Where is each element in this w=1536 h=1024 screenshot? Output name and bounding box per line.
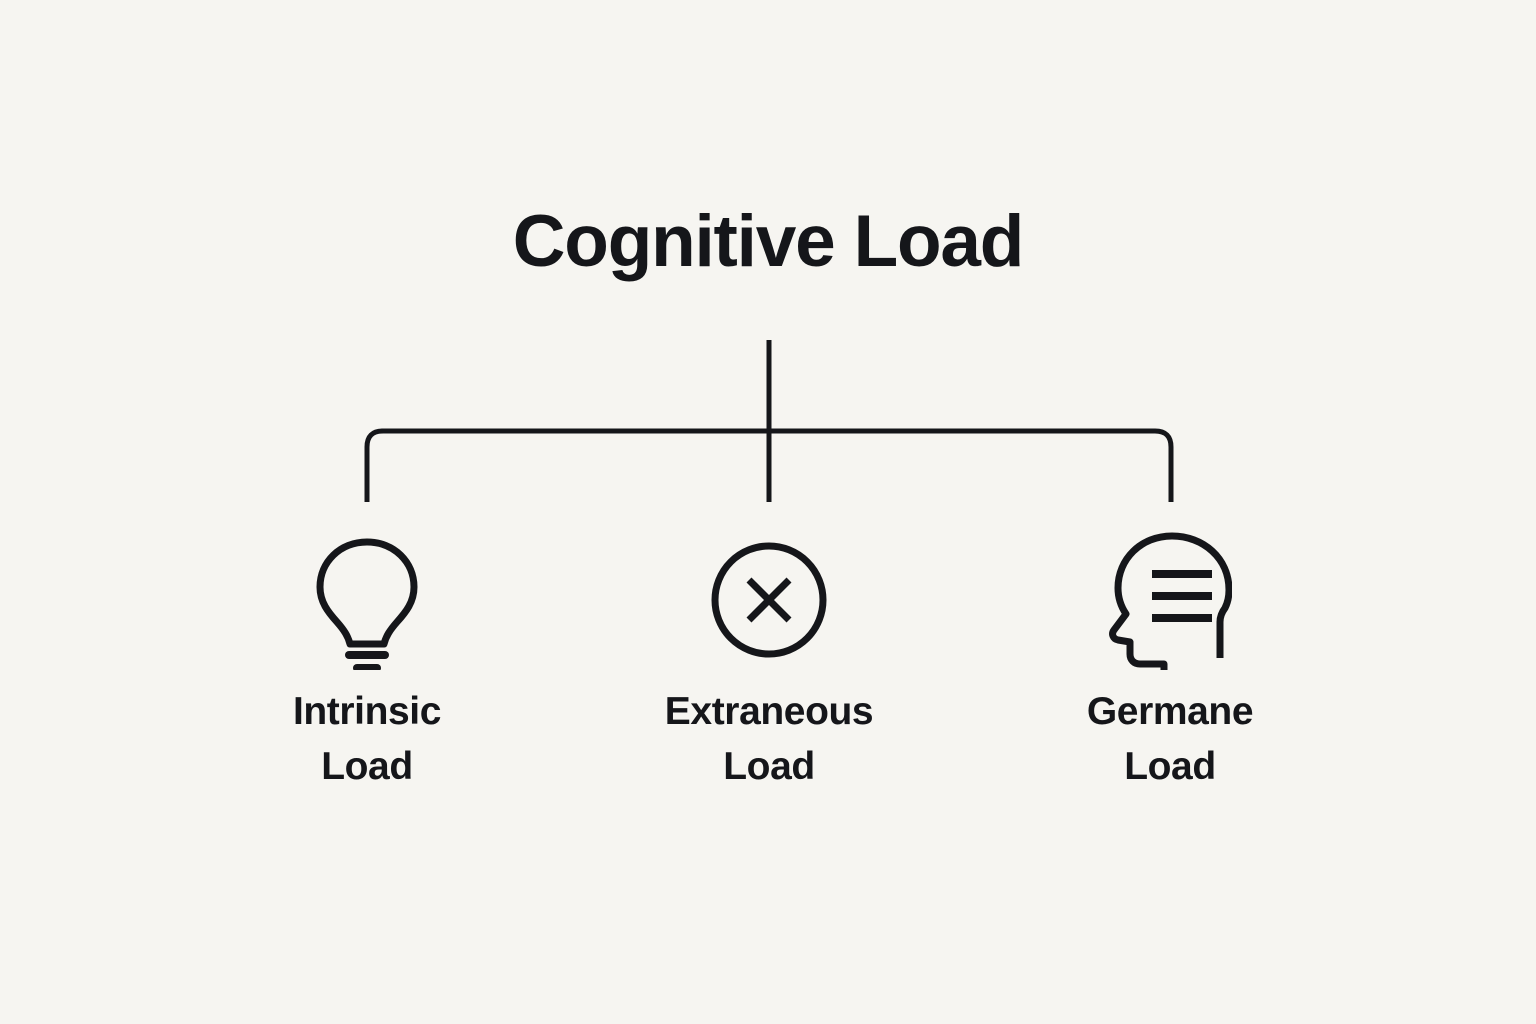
circle-x-icon — [711, 542, 827, 658]
bus-line — [364, 428, 1174, 502]
head-profile-lines-icon — [1109, 532, 1232, 670]
branch-extraneous-load: Extraneous Load — [619, 530, 919, 795]
branch-label-line1: Intrinsic — [292, 690, 442, 733]
connector-lines — [364, 340, 1174, 502]
branch-label-line1: Extraneous — [664, 690, 874, 733]
lightbulb-icon — [316, 538, 418, 670]
branch-label: Intrinsic Load — [292, 684, 442, 795]
page-title: Cognitive Load — [512, 201, 1025, 282]
branch-label-line2: Load — [723, 745, 815, 789]
branch-label: Extraneous Load — [664, 684, 874, 795]
branch-label: Germane Load — [1086, 684, 1254, 795]
branch-label-line1: Germane — [1086, 690, 1254, 733]
branch-label-line2: Load — [321, 745, 413, 789]
branch-germane-load: Germane Load — [1020, 530, 1320, 795]
branch-label-line2: Load — [1124, 745, 1216, 789]
branch-intrinsic-load: Intrinsic Load — [217, 530, 517, 795]
icon-container — [307, 530, 427, 670]
icon-container — [709, 530, 829, 670]
icon-container — [1108, 530, 1232, 670]
